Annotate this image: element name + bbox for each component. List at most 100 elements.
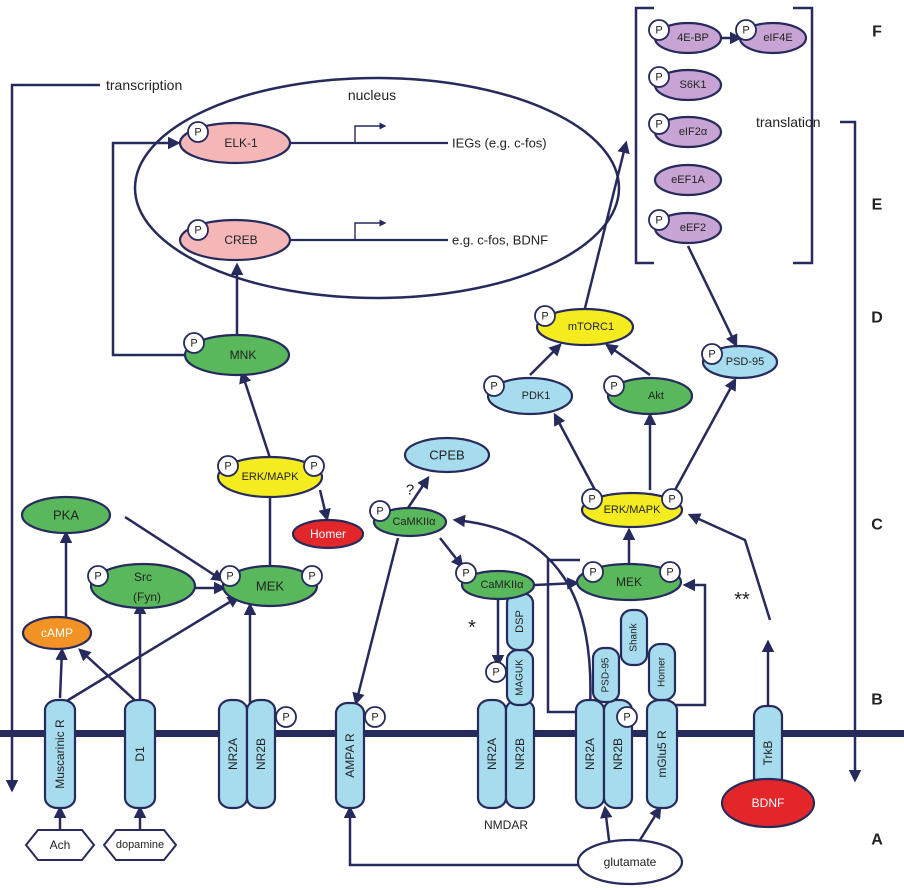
camk-to-mek-arrow: [534, 577, 580, 590]
erk-right-protein-label: ERK/MAPK: [604, 504, 662, 516]
psd95-protein-label: PSD-95: [726, 356, 765, 368]
phospho-label: P: [190, 338, 197, 350]
d1-receptor: [123, 698, 157, 810]
nr2b-receptor: [245, 698, 277, 810]
phospho-label: P: [492, 667, 499, 679]
mek-left-phospho-1: [219, 565, 241, 587]
section-letter-c: C: [871, 517, 883, 534]
section-letter-a: A: [871, 832, 883, 849]
elk1-phospho: [187, 121, 209, 143]
phospho-label: P: [224, 461, 231, 473]
erk-to-homer-arrow: [318, 489, 331, 522]
phospho-label: P: [655, 215, 662, 227]
maguk-phospho: [485, 661, 507, 683]
erk-left-protein-label: ERK/MAPK: [242, 471, 300, 483]
muscarinic-to-mek-arrow: [59, 595, 241, 707]
phospho-label: P: [668, 494, 675, 506]
muscarinic-to-camp-arrow: [55, 647, 68, 699]
akt-to-mtorc1-arrow: [604, 343, 651, 377]
trkb-to-erk-arrow: [687, 513, 772, 621]
camkii-protein-1-label: CaMKIIα: [392, 516, 436, 528]
section-letter-b: B: [871, 692, 883, 709]
trkb-receptor-label: TrkB: [761, 741, 775, 766]
nr2b-receptor-right-label: NR2B: [611, 738, 625, 770]
phospho-label: P: [623, 712, 630, 724]
cpeb-protein: [403, 436, 491, 474]
nr2b-receptor-label: NR2B: [254, 738, 268, 770]
eif4e-phospho: [735, 19, 757, 41]
transcription-arrow: [5, 83, 100, 793]
pdk1-phospho: [483, 375, 505, 397]
mek-left-phospho-2: [301, 565, 323, 587]
mnk-protein: [183, 333, 291, 377]
nr2a-to-camk-arrow: [452, 514, 592, 709]
camkii-protein-2: [460, 569, 536, 601]
creb-targets-label: e.g. c-fos, BDNF: [452, 233, 548, 248]
camkii-protein-1: [372, 506, 448, 538]
bdnf-ligand-label: BDNF: [752, 796, 785, 810]
phospho-label: P: [226, 571, 233, 583]
glutamate-to-ampa-arrow: [343, 805, 598, 867]
dopamine-ligand: [102, 829, 178, 861]
section-letter-f: F: [872, 24, 882, 41]
dopamine-ligand-label: dopamine: [116, 839, 164, 851]
fyn-label: (Fyn): [133, 590, 161, 604]
translation-label: translation: [756, 114, 821, 130]
mtorc1-protein: [535, 307, 635, 347]
akt-protein: [606, 376, 694, 416]
mtorc1-phospho: [534, 305, 556, 327]
d1-to-camp-arrow: [78, 648, 141, 706]
creb-protein-label: CREB: [224, 233, 257, 247]
nmdar-nr2a-label: NR2A: [485, 738, 499, 770]
shank-scaffold-label: Shank: [629, 622, 640, 651]
erk-to-psd95-arrow: [673, 377, 737, 491]
k1-phospho: [648, 66, 670, 88]
nr2a-receptor-label: NR2A: [226, 738, 240, 770]
phospho-label: P: [742, 25, 749, 37]
mglu5-to-mek-arrow: [670, 578, 707, 707]
erk-left-phospho-1: [217, 455, 239, 477]
phospho-label: P: [371, 712, 378, 724]
psd95-phospho: [701, 343, 723, 365]
phospho-label: P: [94, 571, 101, 583]
erk-right-protein: [580, 491, 684, 529]
camp-molecule: [21, 615, 93, 651]
erk-right-phospho-2: [661, 488, 683, 510]
section-letter-d: D: [871, 310, 883, 327]
dsp-scaffold-label: DSP: [514, 610, 526, 633]
mnk-to-elk1-arrow: [111, 136, 190, 357]
phospho-label: P: [589, 567, 596, 579]
erk-right-phospho-1: [581, 488, 603, 510]
phospho-label: P: [308, 571, 315, 583]
muscarinic-receptor: [43, 698, 77, 810]
ampa-phospho: [364, 706, 386, 728]
creb-phospho: [187, 219, 209, 241]
nmdar-label: NMDAR: [484, 818, 528, 832]
phospho-label: P: [462, 568, 469, 580]
camp-molecule-label: cAMP: [41, 626, 73, 640]
cpeb-protein-label: CPEB: [429, 448, 464, 463]
translation-bracket-right: [793, 6, 814, 265]
mtorc1-protein-label: mTORC1: [568, 321, 614, 333]
phospho-label: P: [708, 349, 715, 361]
mek-right-phospho-2: [659, 561, 681, 583]
pka-protein-label: PKA: [53, 508, 79, 523]
phospho-label: P: [666, 567, 673, 579]
glutamate-ligand-label: glutamate: [604, 855, 657, 869]
nucleus-label: nucleus: [348, 87, 396, 103]
phospho-label: P: [194, 127, 201, 139]
camk-to-cpeb-arrow: [406, 475, 430, 509]
nr2b-right-phospho: [616, 706, 638, 728]
elk1-protein-label: ELK-1: [224, 136, 258, 150]
phospho-label: P: [655, 25, 662, 37]
camkii-1-phospho: [369, 500, 391, 522]
pdk1-protein-label: PDK1: [522, 390, 551, 402]
pdk1-to-mtorc1-arrow: [529, 343, 562, 376]
camk-to-ampa-arrow: [352, 537, 400, 706]
camk-to-camk-arrow: [439, 537, 464, 568]
eef1a-protein-label: eEF1A: [671, 174, 705, 186]
pdk1-protein: [486, 376, 574, 416]
src-fyn-protein: [89, 562, 197, 610]
camkii-2-phospho: [455, 562, 477, 584]
s6k1-protein-label: S6K1: [680, 79, 707, 91]
